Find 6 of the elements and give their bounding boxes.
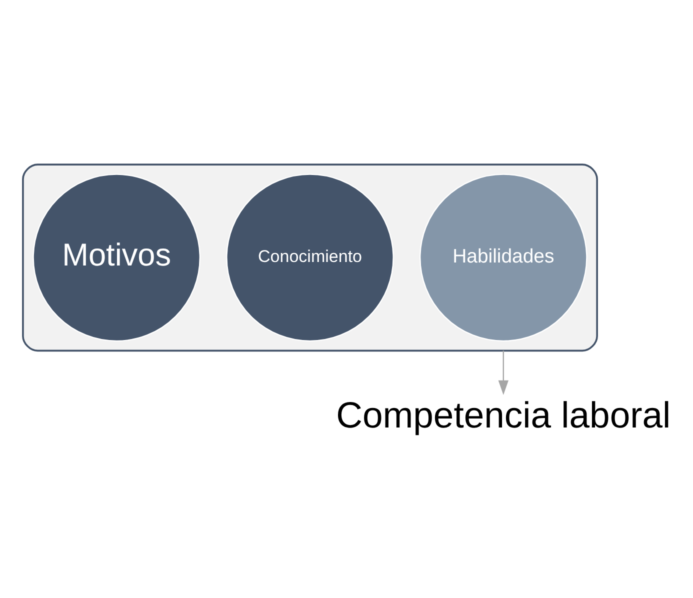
node-circle: Habilidades xyxy=(419,174,588,342)
node-circle: Motivos xyxy=(32,174,201,342)
cluster xyxy=(22,164,598,352)
node-text: Competencia laboral xyxy=(336,394,671,436)
arrow xyxy=(498,350,509,395)
node-circle: Conocimiento xyxy=(226,174,394,342)
